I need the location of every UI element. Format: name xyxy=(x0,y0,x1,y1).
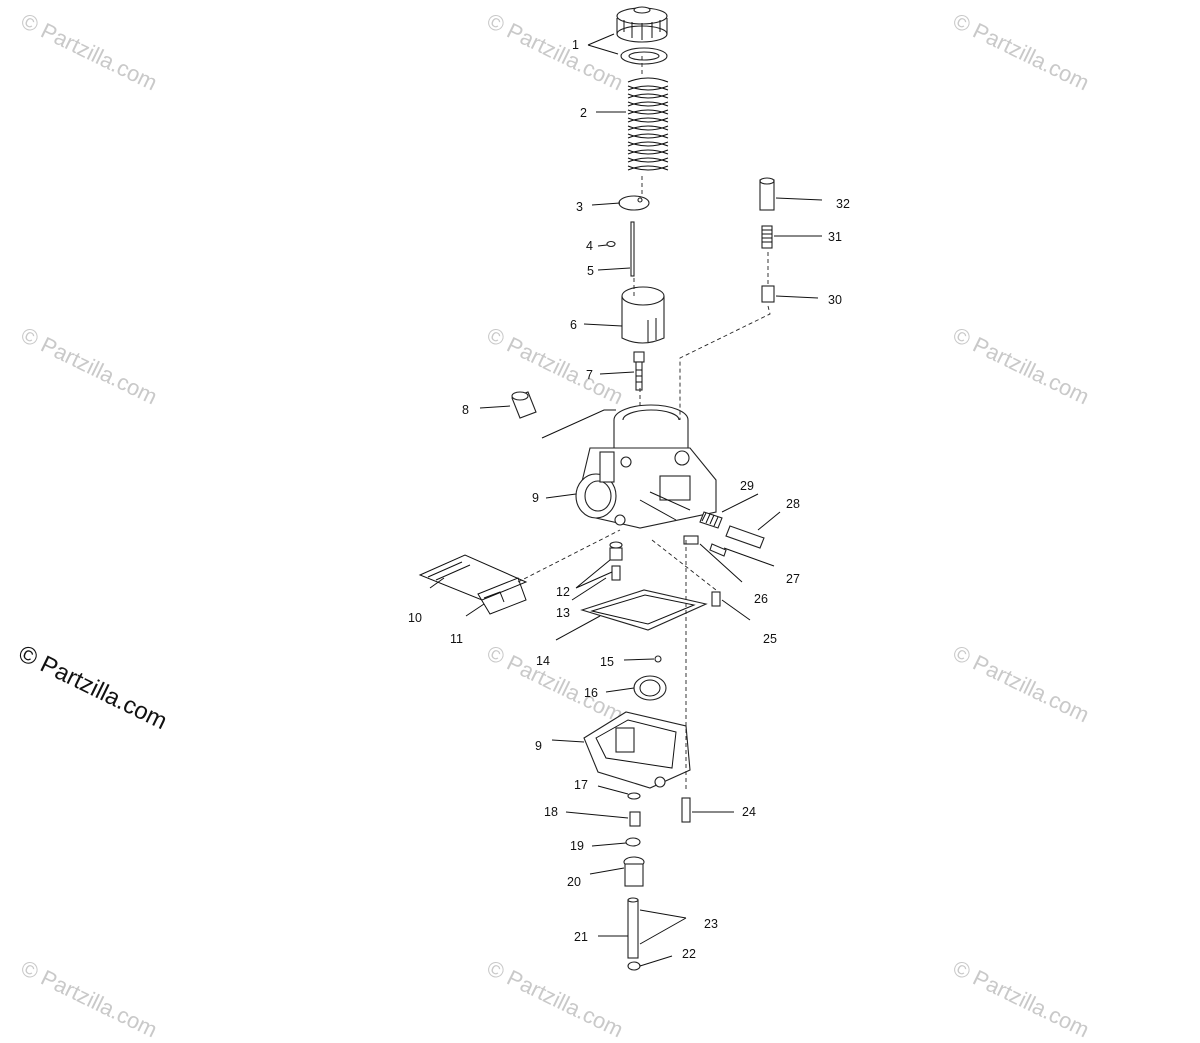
part-fitting-32 xyxy=(759,177,775,211)
part-float-gasket xyxy=(580,589,708,631)
part-screw-24 xyxy=(681,797,691,823)
part-vent-cap xyxy=(511,391,616,439)
part-tube-21 xyxy=(627,897,639,959)
part-needle-plate xyxy=(618,195,650,211)
callout-11: 11 xyxy=(450,632,463,646)
callout-15: 15 xyxy=(600,655,614,669)
part-throttle-slide xyxy=(621,286,665,344)
leader-lines xyxy=(429,33,823,967)
callout-16: 16 xyxy=(584,686,598,700)
part-float-bowl xyxy=(583,711,691,789)
callout-9-body: 9 xyxy=(532,491,539,505)
callout-8: 8 xyxy=(462,403,469,417)
part-clamp-22 xyxy=(627,961,641,971)
callout-9-bowl: 9 xyxy=(535,739,542,753)
part-drain-plug-20 xyxy=(623,856,645,887)
callout-25: 25 xyxy=(763,632,777,646)
part-heater-plate xyxy=(418,554,528,601)
part-washer-17 xyxy=(627,792,641,800)
callout-24: 24 xyxy=(742,805,756,819)
part-float xyxy=(633,675,667,701)
callout-2: 2 xyxy=(580,106,587,120)
callout-29: 29 xyxy=(740,479,754,493)
carburetor-exploded-diagram: 1 2 3 4 5 6 7 8 9 9 10 11 12 13 14 15 16… xyxy=(408,6,850,971)
callout-10: 10 xyxy=(408,611,422,625)
part-needle-jet xyxy=(633,351,645,391)
callout-12: 12 xyxy=(556,585,570,599)
part-pilot-jet xyxy=(609,541,623,581)
callout-5: 5 xyxy=(587,264,594,278)
part-spring-31 xyxy=(761,225,773,249)
part-screw-26 xyxy=(683,535,699,545)
part-screw-25 xyxy=(711,591,721,607)
callout-31: 31 xyxy=(828,230,842,244)
callout-13: 13 xyxy=(556,606,570,620)
callout-6: 6 xyxy=(570,318,577,332)
part-gasket-plate xyxy=(477,577,527,615)
callout-20: 20 xyxy=(567,875,581,889)
callout-22: 22 xyxy=(682,947,696,961)
part-top-cap xyxy=(616,6,668,65)
part-spring-29 xyxy=(699,511,723,529)
part-carb-body xyxy=(575,404,717,529)
callout-4: 4 xyxy=(586,239,593,253)
callout-21: 21 xyxy=(574,930,588,944)
callout-27: 27 xyxy=(786,572,800,586)
part-screw-27 xyxy=(709,543,727,557)
callout-28: 28 xyxy=(786,497,800,511)
part-spring xyxy=(627,77,669,171)
part-o-ring-19 xyxy=(625,837,641,847)
callout-32: 32 xyxy=(836,197,850,211)
callout-1: 1 xyxy=(572,38,579,52)
part-fitting-30 xyxy=(761,285,775,303)
callout-17: 17 xyxy=(574,778,588,792)
callout-23: 23 xyxy=(704,917,718,931)
callout-30: 30 xyxy=(828,293,842,307)
part-screw-28 xyxy=(725,525,765,549)
callout-3: 3 xyxy=(576,200,583,214)
part-e-clip xyxy=(606,240,616,248)
callout-7: 7 xyxy=(586,368,593,382)
part-float-pin xyxy=(654,655,662,663)
part-jet-needle xyxy=(630,221,635,277)
callout-14: 14 xyxy=(536,654,550,668)
callout-18: 18 xyxy=(544,805,558,819)
callout-19: 19 xyxy=(570,839,584,853)
callout-26: 26 xyxy=(754,592,768,606)
part-main-jet-18 xyxy=(629,811,641,827)
